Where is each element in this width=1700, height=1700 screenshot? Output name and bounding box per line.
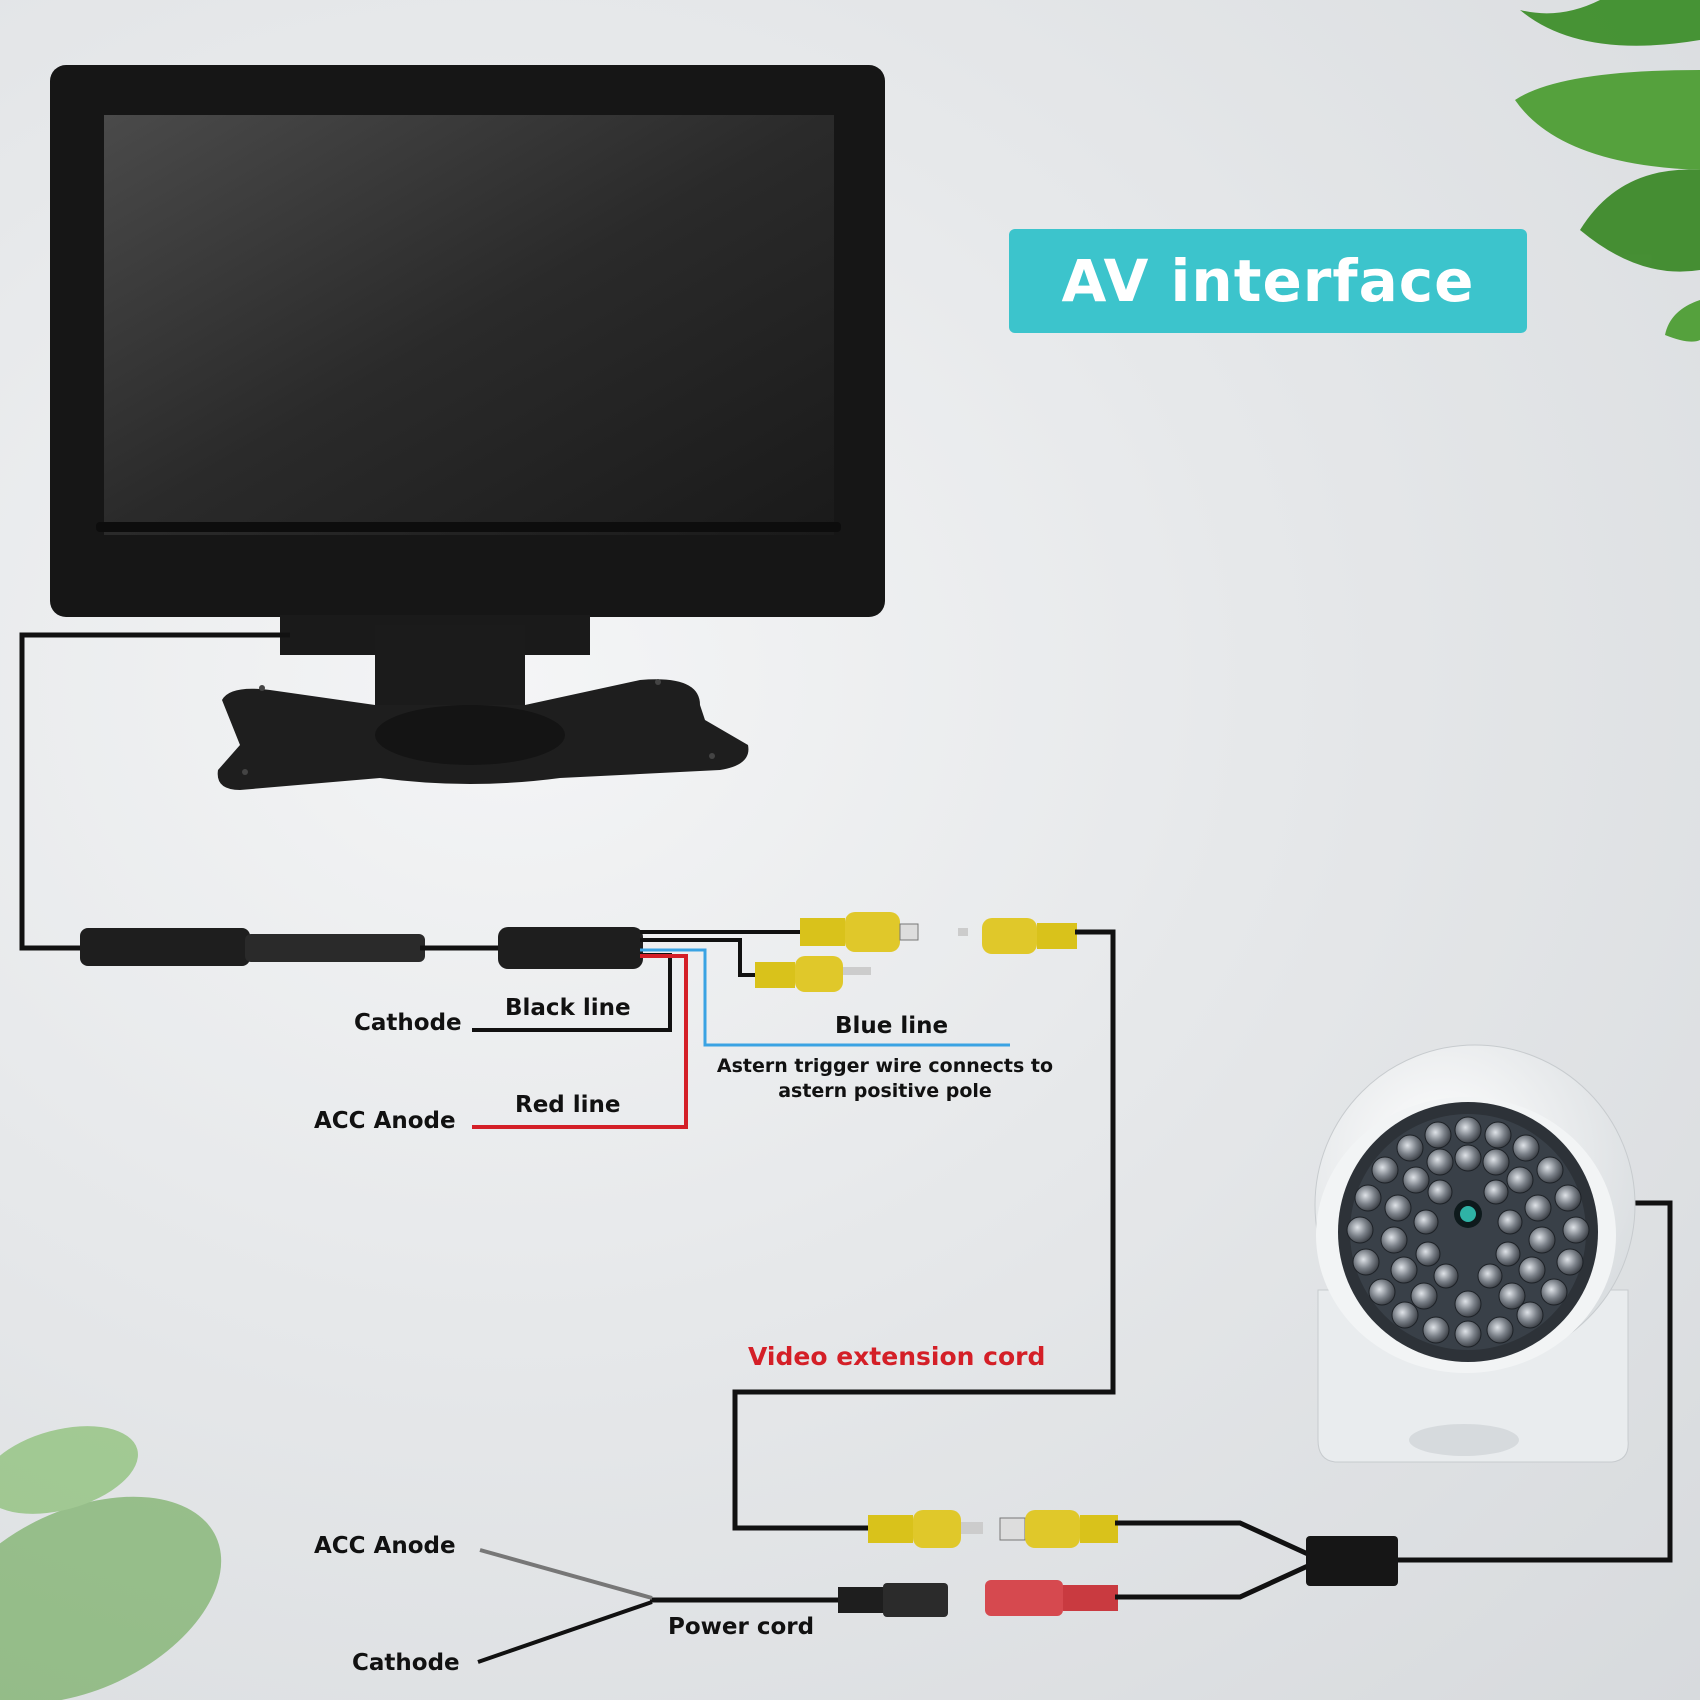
- cathode-bottom-label: Cathode: [352, 1650, 460, 1676]
- red-line-label: Red line: [515, 1092, 621, 1118]
- rca-plug-icon: [800, 912, 919, 952]
- video-extension-cord-label: Video extension cord: [748, 1342, 1046, 1371]
- rca-plug-icon: [755, 956, 871, 992]
- splitter-connector-icon: [498, 927, 643, 969]
- aviation-connector-icon: [80, 928, 250, 966]
- title-badge: AV interface: [1009, 229, 1527, 333]
- astern-trigger-note: Astern trigger wire connects to astern p…: [716, 1055, 1054, 1102]
- rca-plug-icon: [999, 1510, 1118, 1548]
- dc-jack-icon: [838, 1583, 948, 1617]
- leaf-icon: [0, 1426, 222, 1700]
- dc-jack-icon: [985, 1580, 1118, 1616]
- acc-anode-bottom-label: ACC Anode: [314, 1533, 456, 1559]
- leaf-icon: [1515, 0, 1700, 342]
- blue-line-label: Blue line: [835, 1013, 949, 1039]
- acc-anode-top-label: ACC Anode: [314, 1108, 456, 1134]
- ir-camera-icon: [1314, 1044, 1636, 1463]
- camera-cable-junction-icon: [1306, 1536, 1398, 1586]
- power-cord-label: Power cord: [668, 1614, 815, 1640]
- monitor-icon: [50, 65, 885, 790]
- black-line-label: Black line: [505, 995, 631, 1021]
- rca-plug-icon: [958, 918, 1077, 954]
- cathode-top-label: Cathode: [354, 1010, 462, 1036]
- rca-plug-icon: [868, 1510, 983, 1548]
- diagram-title: AV interface: [1061, 247, 1475, 315]
